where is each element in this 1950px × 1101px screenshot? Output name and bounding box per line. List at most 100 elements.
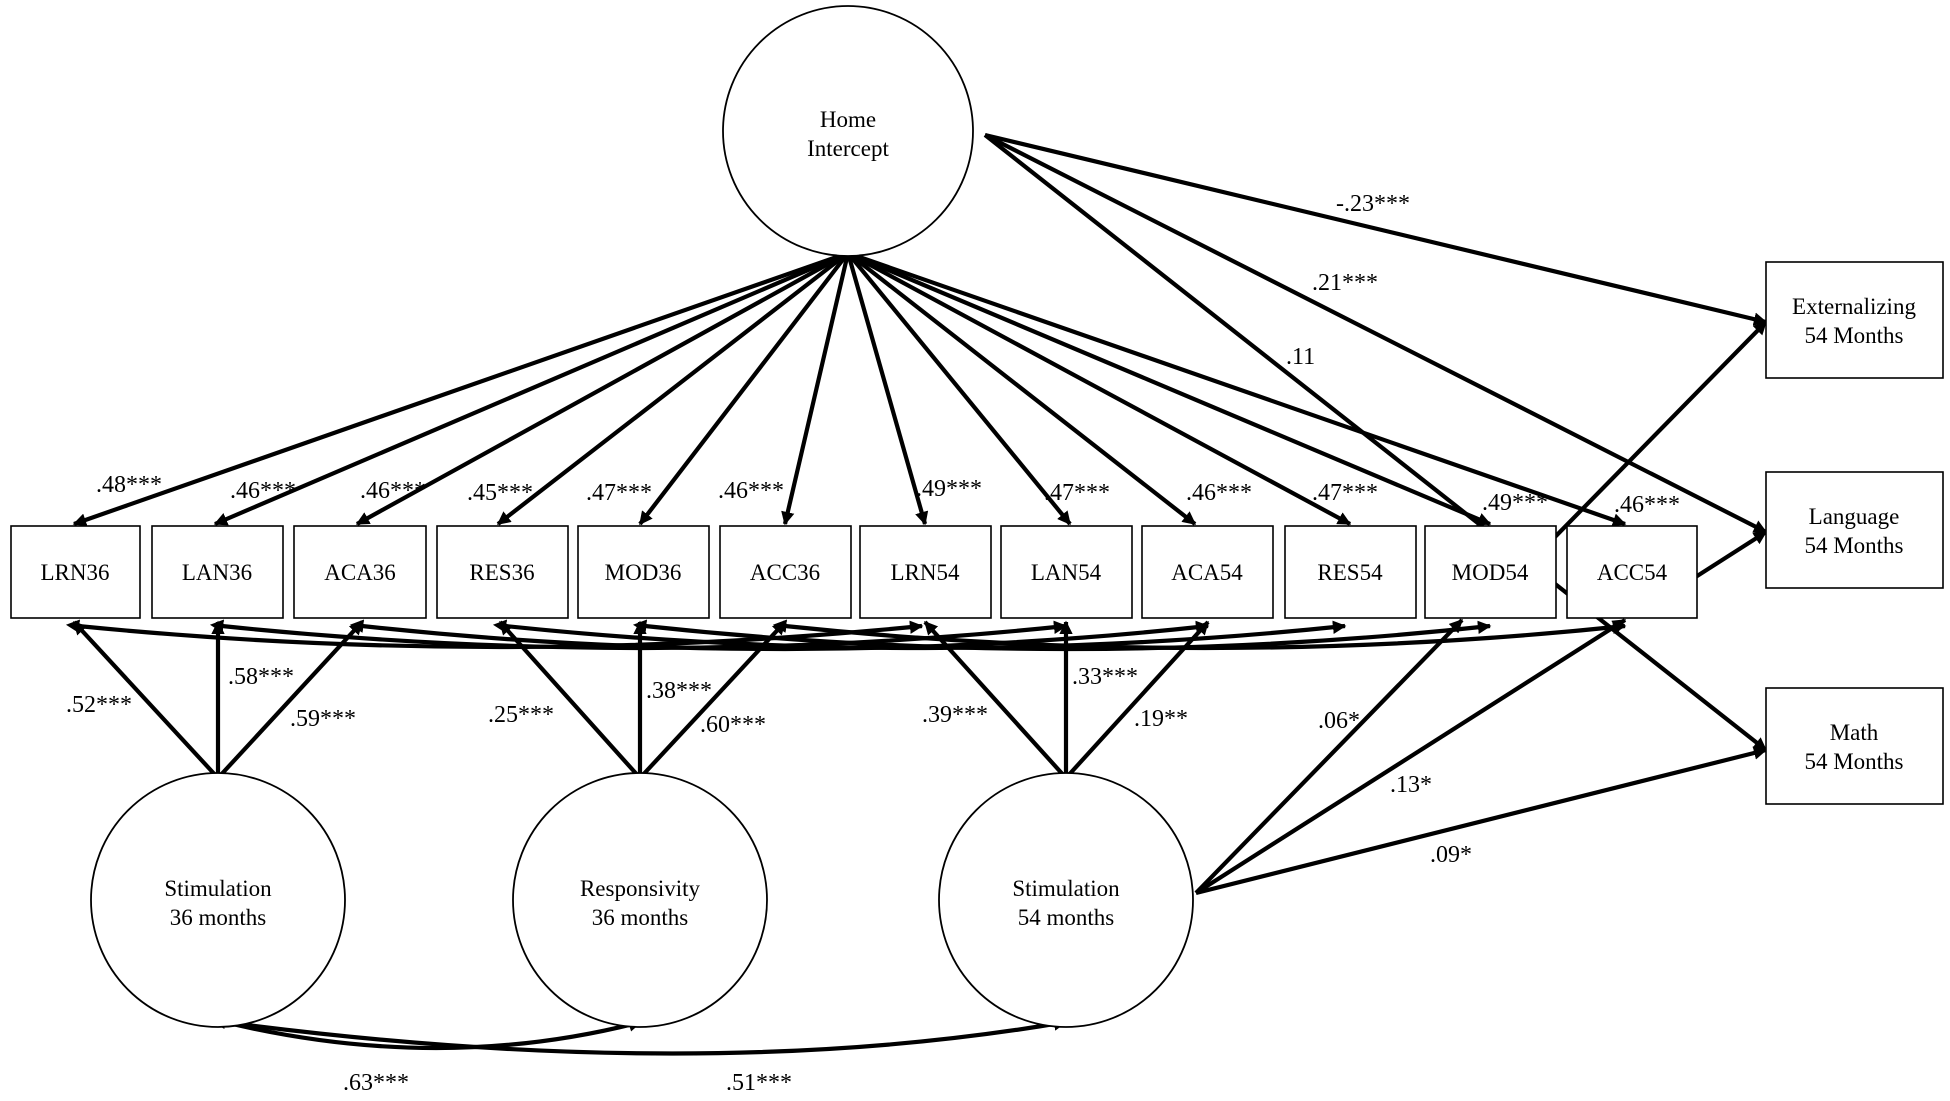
stim54-loading-labels: .39*** .33*** .19** .06* .13* .09* bbox=[922, 664, 1472, 868]
indicator-res54: RES54 bbox=[1284, 525, 1417, 619]
stim54-aca54-label: .19** bbox=[1134, 706, 1188, 732]
indicator-res36: RES36 bbox=[436, 525, 569, 619]
stim54-lan54-label: .33*** bbox=[1072, 664, 1138, 690]
indicator-lan36: LAN36 bbox=[151, 525, 284, 619]
indicator-lrn54-label: LRN54 bbox=[891, 560, 961, 585]
latent-covariances bbox=[212, 1015, 1068, 1056]
stim54-loading-paths bbox=[923, 618, 1768, 896]
path-language-label: .21*** bbox=[1312, 270, 1378, 296]
path-stim54-lrn54 bbox=[923, 620, 1068, 780]
latent-intercept: Home Intercept bbox=[722, 5, 974, 257]
loading-acc54-label: .46*** bbox=[1614, 492, 1680, 518]
loading-lrn36-label: .48*** bbox=[96, 472, 162, 498]
cov-acc36-acc54 bbox=[772, 619, 1627, 651]
stim36-line1: Stimulation bbox=[164, 876, 272, 901]
intercept-line2: Intercept bbox=[807, 136, 889, 161]
outcome-path-labels: -.23*** .21*** .11 bbox=[1286, 191, 1410, 370]
stim36-lan36-label: .58*** bbox=[228, 664, 294, 690]
indicator-lan36-label: LAN36 bbox=[182, 560, 252, 585]
indicator-aca36-label: ACA36 bbox=[324, 560, 396, 585]
stim36-aca36-label: .59*** bbox=[290, 706, 356, 732]
resp36-line2: 36 months bbox=[592, 905, 689, 930]
intercept-outcome-paths bbox=[983, 132, 1768, 752]
indicator-res54-label: RES54 bbox=[1317, 560, 1383, 585]
path-intercept-mod36 bbox=[638, 251, 850, 526]
cov-stim36-resp36 bbox=[212, 1015, 643, 1051]
loading-aca36-label: .46*** bbox=[360, 478, 426, 504]
path-intercept-mod54 bbox=[847, 251, 1492, 526]
path-resp36-res36 bbox=[498, 620, 642, 780]
resp36-mod36-label: .38*** bbox=[646, 678, 712, 704]
cov-aca36-aca54 bbox=[349, 619, 1210, 652]
loading-res54-label: .47*** bbox=[1312, 480, 1378, 506]
indicator-lrn36-label: LRN36 bbox=[41, 560, 110, 585]
indicator-acc36-label: ACC36 bbox=[750, 560, 820, 585]
path-stim54-aca54 bbox=[1064, 620, 1210, 780]
indicator-boxes: LRN36 LAN36 ACA36 RES36 MOD36 ACC36 LRN5… bbox=[10, 525, 1698, 619]
loading-acc36-label: .46*** bbox=[718, 478, 784, 504]
outcome-language-line2: 54 Months bbox=[1804, 533, 1903, 558]
indicator-acc54-label: ACC54 bbox=[1597, 560, 1668, 585]
indicator-aca54: ACA54 bbox=[1141, 525, 1274, 619]
loading-lan54-label: .47*** bbox=[1044, 480, 1110, 506]
loading-lrn54-label: .49*** bbox=[916, 476, 982, 502]
path-externalizing-label: -.23*** bbox=[1336, 191, 1410, 217]
path-intercept-lan36 bbox=[213, 251, 849, 526]
outcome-externalizing-line1: Externalizing bbox=[1792, 294, 1916, 319]
path-intercept-res36 bbox=[496, 251, 850, 526]
indicator-aca36: ACA36 bbox=[293, 525, 427, 619]
cov-stim36-stim54 bbox=[212, 1015, 1068, 1056]
path-intercept-lan54 bbox=[846, 251, 1072, 526]
cov-stim36-stim54-label: .51*** bbox=[726, 1070, 792, 1096]
latent-stim36: Stimulation 36 months bbox=[90, 772, 346, 1028]
latent-stim54: Stimulation 54 months bbox=[938, 772, 1194, 1028]
resp36-line1: Responsivity bbox=[580, 876, 701, 901]
indicator-lan54: LAN54 bbox=[1000, 525, 1133, 619]
indicator-aca54-label: ACA54 bbox=[1171, 560, 1243, 585]
outcome-externalizing-line2: 54 Months bbox=[1804, 323, 1903, 348]
indicator-outcome-paths bbox=[1550, 320, 1768, 580]
indicator-acc36: ACC36 bbox=[719, 525, 852, 619]
resp36-acc36-label: .60*** bbox=[700, 712, 766, 738]
intercept-loading-labels: .48*** .46*** .46*** .45*** .47*** .46**… bbox=[96, 472, 1680, 518]
path-stim36-aca36 bbox=[216, 620, 364, 780]
stim54-lrn54-label: .39*** bbox=[922, 702, 988, 728]
path-intercept-acc54 bbox=[847, 251, 1627, 527]
stim36-loading-labels: .52*** .58*** .59*** bbox=[66, 664, 356, 732]
loading-aca54-label: .46*** bbox=[1186, 480, 1252, 506]
loading-mod54-label: .49*** bbox=[1482, 490, 1548, 516]
outcome-externalizing: Externalizing 54 Months bbox=[1765, 261, 1944, 379]
indicator-covariances bbox=[65, 619, 1627, 652]
path-intercept-lrn36 bbox=[72, 251, 849, 527]
outcome-language-line1: Language bbox=[1809, 504, 1900, 529]
indicator-mod54: MOD54 bbox=[1424, 525, 1557, 619]
stim54-line1: Stimulation bbox=[1012, 876, 1120, 901]
path-stim54-math bbox=[1195, 746, 1768, 896]
loading-lan36-label: .46*** bbox=[230, 478, 296, 504]
path-math-label: .11 bbox=[1286, 344, 1315, 370]
path-stim54-mod54 bbox=[1194, 618, 1464, 895]
stim54-acc54-label: .13* bbox=[1390, 772, 1432, 798]
path-intercept-externalizing bbox=[984, 132, 1768, 326]
path-intercept-aca36 bbox=[355, 251, 850, 526]
outcome-math-line2: 54 Months bbox=[1804, 749, 1903, 774]
outcome-math-line1: Math bbox=[1830, 720, 1879, 745]
stim54-mod54-label: .06* bbox=[1318, 708, 1360, 734]
stim54-line2: 54 months bbox=[1018, 905, 1115, 930]
loading-mod36-label: .47*** bbox=[586, 480, 652, 506]
indicator-mod36: MOD36 bbox=[577, 525, 710, 619]
path-intercept-aca54 bbox=[846, 251, 1197, 526]
path-intercept-res54 bbox=[847, 251, 1352, 526]
path-mod54-externalizing bbox=[1550, 320, 1768, 542]
indicator-lrn54: LRN54 bbox=[859, 525, 992, 619]
indicator-res36-label: RES36 bbox=[469, 560, 534, 585]
intercept-line1: Home bbox=[820, 107, 876, 132]
path-intercept-math bbox=[983, 133, 1768, 752]
indicator-acc54: ACC54 bbox=[1566, 525, 1698, 619]
loading-res36-label: .45*** bbox=[467, 480, 533, 506]
stim36-line2: 36 months bbox=[170, 905, 267, 930]
path-acc54-language bbox=[1692, 530, 1768, 580]
stim36-loading-paths bbox=[72, 620, 364, 780]
